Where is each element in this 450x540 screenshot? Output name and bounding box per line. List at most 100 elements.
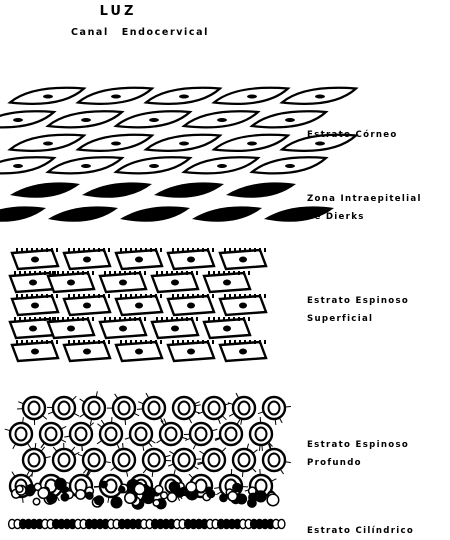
columnar-cell <box>278 519 285 528</box>
intercellular-bridge <box>213 317 215 321</box>
basal-cell <box>190 423 212 445</box>
cell-nucleus <box>31 257 39 263</box>
basal-cell <box>23 449 45 471</box>
intercellular-bridge <box>62 317 64 321</box>
intercellular-bridge <box>19 317 21 321</box>
intercellular-bridge <box>57 271 59 275</box>
basal-cell <box>263 397 285 419</box>
intercellular-bridge <box>176 271 178 275</box>
basal-cell <box>203 449 225 471</box>
cell-nucleus <box>111 142 121 146</box>
cell-nucleus <box>29 280 37 286</box>
intercellular-bridge <box>249 248 251 252</box>
intercellular-bridge <box>171 271 173 275</box>
label-spinous-deep: Estrato Espinoso Profundo <box>307 436 409 472</box>
intercellular-bridge <box>181 271 183 275</box>
intercellular-bridge <box>134 317 136 321</box>
intercellular-bridge <box>186 271 188 275</box>
intercellular-bridge <box>56 294 58 298</box>
cytoplasmic-strand <box>189 418 192 423</box>
intercellular-bridge <box>233 271 235 275</box>
cytoplasmic-strand <box>83 469 87 474</box>
intercellular-bridge <box>34 271 36 275</box>
label-cylindrical: Estrato Cilíndrico <box>307 522 414 540</box>
intercellular-bridge <box>228 271 230 275</box>
intercellular-bridge <box>192 340 194 344</box>
intercellular-bridge <box>166 271 168 275</box>
intercellular-bridge <box>108 248 110 252</box>
cytoplasmic-strand <box>157 440 162 443</box>
intercellular-bridge <box>72 271 74 275</box>
dark-spindle-cell <box>226 182 296 197</box>
intercellular-bridge <box>192 294 194 298</box>
intercellular-bridge <box>31 248 33 252</box>
cytoplasmic-strand <box>237 420 240 425</box>
intercellular-bridge <box>172 248 174 252</box>
intercellular-bridge <box>229 340 231 344</box>
cell-nucleus <box>187 349 195 355</box>
intercellular-bridge <box>24 271 26 275</box>
intercellular-bridge <box>254 248 256 252</box>
dark-spindle-cell <box>0 206 46 221</box>
intercellular-bridge <box>145 248 147 252</box>
intercellular-bridge <box>46 340 48 344</box>
cell-nucleus <box>43 142 53 146</box>
intercellular-bridge <box>234 294 236 298</box>
intercellular-bridge <box>46 294 48 298</box>
intercellular-bridge <box>160 294 162 298</box>
intercellular-bridge <box>82 271 84 275</box>
intercellular-bridge <box>130 340 132 344</box>
intercellular-bridge <box>108 340 110 344</box>
intercellular-bridge <box>88 248 90 252</box>
intercellular-bridge <box>161 317 163 321</box>
intercellular-bridge <box>41 340 43 344</box>
intercellular-bridge <box>93 340 95 344</box>
cell-nucleus <box>31 303 39 309</box>
intercellular-bridge <box>166 317 168 321</box>
intercellular-bridge <box>177 340 179 344</box>
intercellular-bridge <box>259 340 261 344</box>
intercellular-bridge <box>218 271 220 275</box>
cytoplasmic-strand <box>143 468 147 473</box>
intercellular-bridge <box>88 294 90 298</box>
intercellular-bridge <box>223 271 225 275</box>
intercellular-bridge <box>249 340 251 344</box>
intercellular-bridge <box>16 340 18 344</box>
cytoplasmic-strand <box>72 396 76 400</box>
basal-cell <box>263 449 285 471</box>
cell-nucleus <box>217 164 227 168</box>
intercellular-bridge <box>125 248 127 252</box>
intercellular-bridge <box>202 248 204 252</box>
basal-cell <box>100 423 122 445</box>
intercellular-bridge <box>120 248 122 252</box>
intercellular-bridge <box>197 340 199 344</box>
cytoplasmic-strand <box>71 447 75 452</box>
small-cell <box>153 500 160 507</box>
small-cell <box>125 493 136 504</box>
intercellular-bridge <box>224 248 226 252</box>
label-spinous-superficial-line1: Estrato Espinoso <box>307 292 409 310</box>
intercellular-bridge <box>68 248 70 252</box>
basal-cell <box>53 397 75 419</box>
cytoplasmic-strand <box>111 467 116 471</box>
intercellular-bridge <box>254 340 256 344</box>
intercellular-bridge <box>264 294 266 298</box>
cell-nucleus <box>217 118 227 122</box>
dark-spindle-cell <box>10 182 80 197</box>
basal-cell <box>250 423 272 445</box>
cytoplasmic-strand <box>260 445 261 451</box>
cytoplasmic-strand <box>117 444 119 450</box>
intercellular-bridge <box>197 248 199 252</box>
cytoplasmic-strand <box>115 394 118 399</box>
cytoplasmic-strand <box>138 402 144 404</box>
cell-nucleus <box>111 95 121 99</box>
label-dierks-zone-line2: de Dierks <box>307 208 422 226</box>
basal-cell <box>143 449 165 471</box>
intercellular-bridge <box>104 271 106 275</box>
intercellular-bridge <box>73 294 75 298</box>
intercellular-bridge <box>31 294 33 298</box>
intercellular-bridge <box>125 294 127 298</box>
intercellular-bridge <box>191 271 193 275</box>
cytoplasmic-strand <box>61 439 66 442</box>
intercellular-bridge <box>73 248 75 252</box>
